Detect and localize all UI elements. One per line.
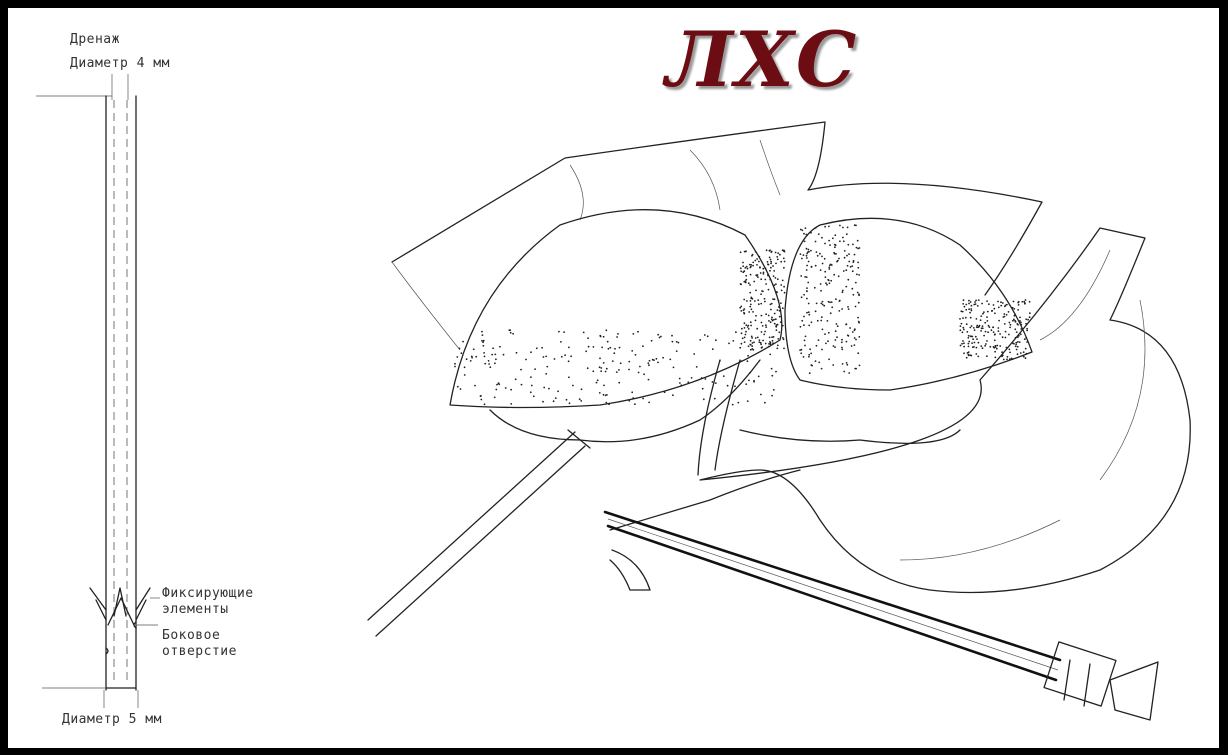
stomach — [700, 228, 1190, 593]
laparoscope-instrument — [605, 512, 1158, 720]
fixing-elements-label-2: элементы — [162, 602, 229, 617]
title-lhs: ЛХС — [642, 22, 882, 98]
liver-flap — [392, 122, 1042, 295]
bottom-diameter-label: Диаметр 5 мм — [62, 712, 162, 727]
drainage-needle — [368, 430, 590, 636]
top-diameter-label: Диаметр 4 мм — [70, 56, 170, 71]
fixing-elements-label-1: Фиксирующие — [162, 586, 254, 601]
side-hole-label-1: Боковое — [162, 628, 220, 643]
drain-name: Дренаж — [70, 32, 120, 47]
liver-stippling — [454, 224, 1031, 405]
liver-left-lobe — [450, 210, 782, 408]
side-hole-label-2: отверстие — [162, 644, 237, 659]
